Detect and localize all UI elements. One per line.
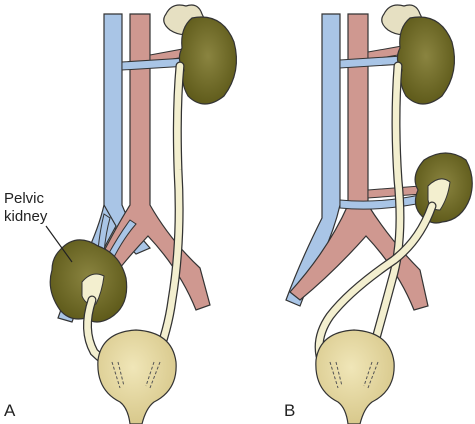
pelvic-kidney-pelvis bbox=[81, 273, 105, 305]
kidney-right-upper bbox=[178, 16, 237, 105]
annotation-line1: Pelvic bbox=[4, 190, 45, 207]
panel-a: Pelvic kidney A bbox=[4, 4, 237, 424]
panel-label-b: B bbox=[284, 401, 295, 420]
annotation-line2: kidney bbox=[4, 208, 48, 225]
panel-label-a: A bbox=[4, 401, 16, 420]
bladder-b-ureteric-orifices bbox=[329, 361, 379, 389]
bladder-a-ureteric-orifices bbox=[111, 361, 161, 389]
bladder-b bbox=[315, 329, 395, 424]
bladder-a bbox=[97, 329, 177, 424]
annotation-leader bbox=[45, 225, 73, 263]
kidney-upper-b bbox=[396, 16, 455, 105]
panel-b: B bbox=[284, 4, 473, 424]
